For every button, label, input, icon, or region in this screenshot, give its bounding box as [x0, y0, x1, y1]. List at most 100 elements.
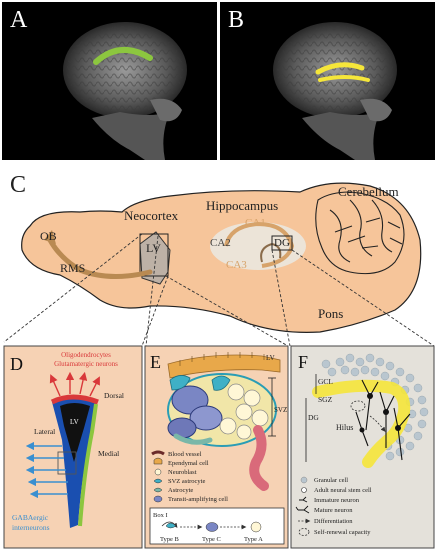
panel-f: F GCL SGZ DG H	[290, 345, 435, 549]
legend-icon-astrocyte	[153, 487, 163, 493]
panel-e-legend: Blood vessel Ependymal cell Neuroblast S…	[151, 450, 228, 503]
label-pons: Pons	[318, 306, 343, 321]
panel-a-gyri	[67, 26, 183, 114]
legend-icon-blood-vessel	[151, 450, 165, 456]
legend-icon-stem-cell	[301, 487, 307, 493]
legend-mature-neuron: Mature neuron	[314, 507, 353, 514]
label-ca2: CA2	[210, 237, 231, 249]
panel-e-letter: E	[150, 352, 161, 372]
neuron-somas	[359, 393, 401, 433]
label-svz: SVZ	[274, 406, 287, 414]
ventricle-wall-blue	[52, 398, 96, 528]
rms-arrowhead	[44, 230, 56, 244]
panel-c: C OB R	[3, 172, 435, 347]
label-dorsal: Dorsal	[104, 391, 124, 400]
panel-b-gyri	[277, 26, 393, 114]
ependymal-layer	[167, 354, 281, 379]
label-neocortex: Neocortex	[124, 208, 179, 223]
projection-lines	[3, 233, 435, 347]
cerebellum-folia	[315, 191, 405, 275]
panel-a: A	[2, 2, 217, 160]
label-type-a: Type A	[244, 536, 263, 543]
type-c-cell-icon	[205, 522, 219, 532]
blood-vessel	[249, 425, 269, 491]
label-ca1: CA1	[245, 217, 266, 229]
label-medial: Medial	[98, 449, 119, 458]
label-lateral: Lateral	[34, 427, 55, 436]
panel-b: B	[220, 2, 435, 160]
label-d-lv: LV	[70, 418, 79, 426]
panel-d-letter: D	[10, 354, 23, 374]
svz-cell-cluster	[167, 373, 277, 447]
legend-icon-granular-cell	[300, 476, 308, 484]
self-renewal-loop	[350, 400, 366, 412]
panel-a-letter: A	[10, 7, 28, 33]
legend-icon-neuroblast	[154, 468, 162, 476]
legend-self-renewal-capacity: Self-renewal capacity	[314, 529, 371, 536]
dorsal-wall-red	[50, 394, 99, 405]
label-hippocampus: Hippocampus	[206, 198, 278, 213]
label-dg: DG	[274, 237, 290, 249]
label-type-b: Type B	[160, 536, 180, 543]
box-i: Box I Type B Type C Type A	[149, 507, 285, 545]
label-interneurons: interneurons	[12, 523, 50, 532]
legend-icon-transit-amplifying	[153, 495, 163, 503]
panel-b-highlight-hippocampus	[315, 62, 365, 75]
label-f-dg: DG	[308, 413, 319, 422]
type-a-cell-icon	[250, 521, 262, 533]
panel-a-highlight-ventricle	[93, 47, 153, 65]
legend-icon-mature-neuron	[295, 505, 310, 514]
legend-astrocyte: Astrocyte	[168, 487, 193, 494]
type-b-cell-icon	[165, 522, 177, 529]
box-i-title: Box I	[153, 512, 168, 519]
legend-differentiation: Differentiation	[314, 518, 353, 525]
differentiation-arrow	[369, 415, 386, 432]
panel-f-legend: Granular cell Adult neural stem cell Imm…	[295, 476, 372, 536]
panel-e: E LV SVZ	[144, 345, 289, 549]
label-rms: RMS	[60, 261, 85, 275]
legend-icon-svz-astrocyte	[153, 478, 163, 484]
rms-path	[47, 237, 153, 280]
legend-ependymal-cell: Ependymal cell	[168, 460, 209, 467]
medial-wall-green	[78, 403, 98, 527]
legend-granular-cell: Granular cell	[314, 477, 348, 484]
panel-c-letter: C	[10, 172, 26, 198]
legend-icon-self-renewal	[298, 528, 310, 536]
label-ob: OB	[40, 229, 57, 243]
hippocampus-ca-band	[224, 221, 295, 268]
legend-blood-vessel: Blood vessel	[168, 451, 202, 458]
legend-adult-neural-stem-cell: Adult neural stem cell	[314, 487, 372, 494]
legend-icon-immature-neuron	[299, 496, 308, 503]
panel-d-zoom-box	[57, 451, 77, 475]
panel-f-letter: F	[298, 352, 308, 372]
legend-immature-neuron: Immature neuron	[314, 497, 360, 504]
label-cerebellum: Cerebellum	[338, 184, 399, 199]
ventricle-lumen	[60, 403, 90, 462]
panel-a-brainstem	[92, 112, 170, 160]
astrocyte-process	[173, 433, 213, 445]
label-gcl: GCL	[318, 377, 333, 386]
blue-arrows	[25, 441, 68, 499]
panel-b-highlight-hippocampus-2	[318, 75, 370, 82]
label-ca3: CA3	[226, 259, 247, 271]
dg-zoom-box	[271, 235, 293, 251]
panel-a-cerebellum	[150, 98, 182, 122]
panel-d: D Oligodendrocytes Glutamatergic neurons…	[3, 345, 143, 549]
red-arrows	[49, 371, 100, 397]
label-lv: LV	[146, 241, 161, 255]
panel-b-brainstem	[302, 112, 380, 160]
panel-b-letter: B	[228, 7, 244, 33]
legend-icon-ependymal	[153, 457, 163, 465]
label-e-lv: LV	[266, 354, 275, 362]
legend-neuroblast: Neuroblast	[168, 469, 197, 476]
panel-b-cerebellum	[360, 98, 392, 122]
legend-svz-astrocyte: SVZ astrocyte	[168, 478, 205, 485]
label-type-c: Type C	[202, 536, 221, 543]
label-gabaergic: GABAergic	[12, 513, 49, 522]
label-sgz: SGZ	[318, 395, 333, 404]
sgz-band	[312, 379, 411, 468]
label-glutamatergic-neurons: Glutamatergic neurons	[54, 360, 118, 368]
neurons	[355, 379, 411, 461]
ependymal-cilia	[179, 352, 265, 366]
